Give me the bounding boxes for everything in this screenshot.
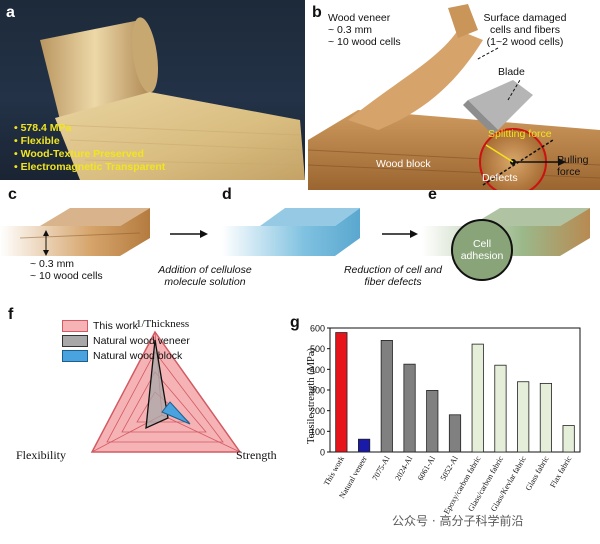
y-axis-label: Tensile strength (MPa) xyxy=(306,347,317,444)
panel-a-label: a xyxy=(6,4,15,21)
d-caption-2: molecule solution xyxy=(164,276,246,288)
wood-block-label: Wood block xyxy=(376,158,431,170)
panel-d-caption: Addition of cellulose molecule solution xyxy=(130,264,280,288)
panel-c-label: c xyxy=(8,186,17,203)
bar xyxy=(358,438,371,453)
bullet-em: • Electromagnetic Transparent xyxy=(14,161,166,173)
damaged-line-2: cells and fibers xyxy=(489,24,561,36)
process-schematic xyxy=(0,208,590,281)
y-tick-label: 0 xyxy=(320,448,325,458)
d-caption-1: Addition of cellulose xyxy=(158,264,252,276)
swatch-this-work xyxy=(62,319,88,332)
adhesion-line-1: Cell xyxy=(472,238,492,250)
damaged-line-1: Surface damaged xyxy=(483,12,567,24)
y-tick-label: 400 xyxy=(310,365,325,375)
panel-b-label: b xyxy=(312,4,322,21)
radar-chart xyxy=(90,330,242,453)
panel-a-photo xyxy=(0,0,305,180)
veneer-line-2: ~ 0.3 mm xyxy=(328,24,373,36)
bar xyxy=(471,343,484,453)
panel-g-label: g xyxy=(290,314,300,331)
cell-adhesion-label: Cell adhesion xyxy=(452,238,512,262)
panel-e-label: e xyxy=(428,186,437,203)
bullet-texture: • Wood-Texture Preserved xyxy=(14,148,144,160)
bullet-flexible: • Flexible xyxy=(14,135,60,147)
swatch-block xyxy=(62,349,88,362)
bullet-strength: • 578.4 MPa xyxy=(14,122,72,134)
veneer-line-3: ~ 10 wood cells xyxy=(328,36,401,48)
swatch-veneer xyxy=(62,334,88,347)
process-row xyxy=(0,188,600,300)
splitting-force-label: Splitting force xyxy=(488,128,552,140)
bar xyxy=(448,414,462,453)
category-label: Flax fabric xyxy=(548,454,573,489)
panel-b xyxy=(307,0,600,196)
bar xyxy=(494,364,507,453)
axis-strength: Strength xyxy=(236,448,277,462)
y-tick-label: 500 xyxy=(310,344,325,354)
panel-a-bullets: • 578.4 MPa • Flexible • Wood-Texture Pr… xyxy=(14,122,165,174)
category-label: Glass fabric xyxy=(524,454,551,492)
category-label: 5052-Al xyxy=(439,454,461,482)
legend-this-work-label: This work xyxy=(93,319,138,332)
bar xyxy=(517,381,530,453)
pulling-line-1: Pulling xyxy=(557,154,589,166)
legend-this-work: This work xyxy=(62,318,190,333)
axis-flexibility: Flexibility xyxy=(16,448,67,462)
y-tick-label: 100 xyxy=(310,427,325,437)
damaged-label: Surface damaged cells and fibers (1~2 wo… xyxy=(470,12,580,48)
defects-label: Defects xyxy=(482,172,518,184)
legend-veneer: Natural wood veneer xyxy=(62,333,190,348)
legend-block-label: Natural wood block xyxy=(93,349,183,362)
bar xyxy=(539,382,552,453)
e-caption-2: fiber defects xyxy=(364,276,422,288)
category-label: This work xyxy=(322,455,346,488)
axis-thickness: 1/Thickness xyxy=(136,318,190,330)
y-tick-label: 600 xyxy=(310,324,325,334)
panel-f-label: f xyxy=(8,306,14,323)
legend-veneer-label: Natural wood veneer xyxy=(93,334,190,347)
peeling-schematic xyxy=(307,4,600,196)
y-tick-label: 200 xyxy=(310,406,325,416)
watermark-text: 公众号 · 高分子科学前沿 xyxy=(392,514,524,528)
bar xyxy=(403,363,416,453)
category-label: 7075-Al xyxy=(370,454,392,482)
panel-d-label: d xyxy=(222,186,232,203)
legend-block: Natural wood block xyxy=(62,348,190,363)
veneer-label: Wood veneer ~ 0.3 mm ~ 10 wood cells xyxy=(328,12,401,48)
category-label: 6061-Al xyxy=(416,454,438,482)
thickness-label: ~ 0.3 mm ~ 10 wood cells xyxy=(30,258,103,282)
bar xyxy=(562,425,575,453)
bar xyxy=(335,332,348,453)
panel-e-caption: Reduction of cell and fiber defects xyxy=(318,264,468,288)
blade-label: Blade xyxy=(498,66,525,78)
e-caption-1: Reduction of cell and xyxy=(343,264,443,276)
adhesion-line-2: adhesion xyxy=(460,250,504,262)
category-label: 2024-Al xyxy=(393,454,415,482)
veneer-roll-illustration xyxy=(40,17,305,180)
damaged-line-3: (1~2 wood cells) xyxy=(486,36,564,48)
radar-legend: This work Natural wood veneer Natural wo… xyxy=(62,318,190,363)
veneer-line-1: Wood veneer xyxy=(328,12,391,24)
thickness-line-1: ~ 0.3 mm xyxy=(30,258,75,270)
pulling-force-label: Pulling force xyxy=(557,154,589,178)
y-tick-label: 300 xyxy=(310,386,325,396)
thickness-line-2: ~ 10 wood cells xyxy=(30,270,103,282)
pulling-line-2: force xyxy=(557,166,581,178)
bar xyxy=(380,339,393,453)
bar xyxy=(426,390,439,453)
